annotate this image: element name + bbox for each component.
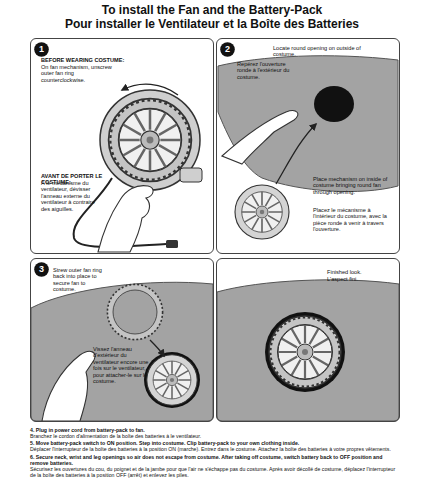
hand (98, 186, 153, 252)
hand (42, 351, 95, 421)
round-opening (314, 86, 354, 122)
panel-1-art (74, 84, 202, 252)
step-note: 4. Plug in power cord from battery-pack … (30, 427, 402, 433)
hand (222, 111, 298, 164)
panel-2-art (218, 56, 398, 239)
instruction-text: Vissez l'anneau d'extérieur du ventilate… (93, 346, 151, 384)
costume (218, 56, 398, 192)
step-number: 1 (34, 42, 49, 57)
step-panel: Locate round opening on outside of costu… (216, 38, 400, 254)
fan-ring (110, 100, 189, 179)
costume (217, 280, 399, 421)
instruction-text: Placez le mécanisme à l'intérieur du cos… (313, 207, 393, 233)
instruction-text: Finished look. (327, 269, 389, 275)
step-note: 5. Move battery-pack switch to ON positi… (30, 440, 402, 446)
step-heading: BEFORE WEARING COSTUME: (41, 57, 133, 63)
fan-mechanism (269, 316, 341, 388)
panel-3-art (31, 282, 213, 421)
instruction-text: Place mechanism on inside of costume bri… (313, 176, 393, 195)
step-panel: BEFORE WEARING COSTUME:On fan mechanism,… (30, 38, 214, 254)
step-number-badge: 1 (34, 42, 49, 57)
instruction-text: Strew outer fan ring back into place to … (53, 267, 103, 293)
fan-mechanism (109, 99, 192, 182)
round-opening (144, 352, 200, 408)
fan-mechanism (147, 355, 197, 405)
direction-arrow (150, 340, 164, 356)
direction-arrow (276, 124, 316, 184)
instruction-text: À le mécanisme du ventilateur, dévisser … (41, 180, 103, 212)
step-number-badge: 2 (220, 42, 235, 57)
step-panel: Strew outer fan ring back into place to … (30, 258, 214, 422)
fan-ring (271, 318, 340, 387)
round-opening (265, 312, 345, 392)
step-number: 2 (220, 42, 235, 57)
fan-outlet (180, 168, 202, 182)
fan-ring (107, 284, 162, 339)
badge-circle (34, 42, 49, 57)
instruction-text: L'aspect fini. (327, 276, 389, 282)
instruction-text: On fan mechanism, unscrew outer fan ring… (41, 64, 119, 83)
page-subtitle: Pour installer le Ventilateur et la Boît… (0, 17, 424, 31)
panel-4-art (217, 280, 399, 421)
costume (31, 282, 213, 421)
page-title: To install the Fan and the Battery-Pack (0, 3, 424, 17)
instruction-text: Locate round opening on outside of costu… (273, 45, 365, 58)
badge-circle (220, 42, 235, 57)
instruction-text: Repérez l'ouverture ronde à l'extérieur … (237, 61, 299, 80)
rotation-arrow (122, 84, 178, 95)
step-note-translation: Branchez le cordon d'alimentation de la … (30, 433, 402, 439)
fan-mechanism (235, 185, 289, 239)
cord-plug (166, 240, 178, 248)
step-panel: Finished look.L'aspect fini. (216, 258, 400, 422)
step-number-badge: 3 (34, 262, 49, 277)
step-note-translation: Déplacer l'interrupteur de la boîte des … (30, 446, 402, 452)
step-note: 6. Secure neck, wrist and leg openings s… (30, 454, 402, 466)
step-number: 3 (34, 262, 49, 277)
step-note-translation: Sécurisez les ouvertures du cou, du poig… (30, 466, 402, 478)
badge-circle (34, 262, 49, 277)
